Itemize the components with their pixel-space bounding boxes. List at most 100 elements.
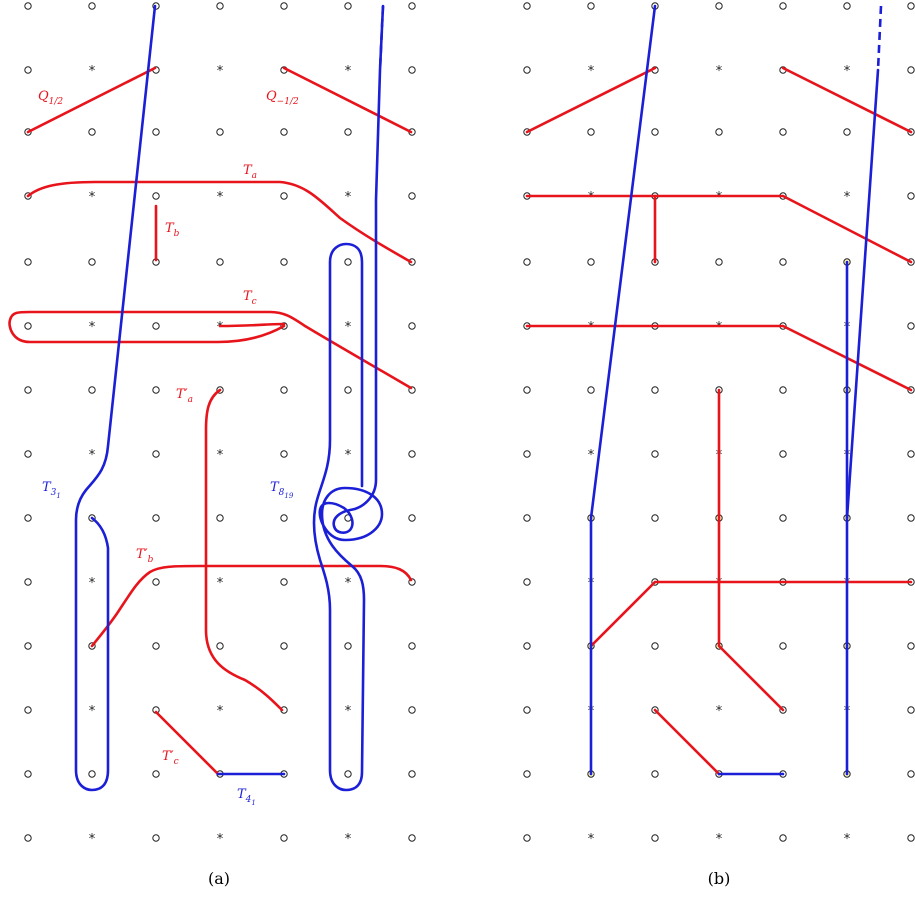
lattice-node — [88, 770, 96, 778]
lattice-node — [907, 642, 915, 650]
lattice-node — [24, 322, 32, 330]
lattice-node — [651, 450, 659, 458]
blue-strand-right-b — [845, 68, 880, 520]
label-q-half: Q1/2 — [38, 89, 63, 107]
lattice-node — [24, 514, 32, 522]
lattice-star: * — [89, 64, 96, 79]
lattice-node — [907, 322, 915, 330]
lattice-node — [523, 770, 531, 778]
lattice-node — [24, 834, 32, 842]
lattice-node — [88, 258, 96, 266]
lattice-node — [24, 642, 32, 650]
lattice-star: * — [217, 190, 224, 205]
lattice-star: * — [588, 190, 595, 205]
lattice-node — [152, 192, 160, 200]
lattice-star: * — [844, 832, 851, 847]
lattice-node — [779, 2, 787, 10]
lattice-node — [779, 642, 787, 650]
dashed-strand-b — [876, 5, 883, 71]
lattice-node — [715, 258, 723, 266]
label-t3-1: T31 — [42, 480, 61, 500]
lattice-node — [152, 578, 160, 586]
label-ta: Ta — [243, 163, 257, 181]
lattice-star: * — [89, 448, 96, 463]
label-tb-prime: T′b — [136, 547, 154, 565]
lattice-node — [152, 450, 160, 458]
lattice-node — [24, 66, 32, 74]
lattice-node — [523, 386, 531, 394]
lattice-node — [907, 770, 915, 778]
lattice-node — [651, 642, 659, 650]
lattice-node — [587, 2, 595, 10]
strand-left-a — [74, 4, 157, 792]
lattice-node — [344, 386, 352, 394]
label-q-neg-half: Q−1/2 — [266, 89, 299, 107]
grid-a: ********************* — [24, 2, 416, 847]
ta-curve — [26, 180, 413, 264]
lattice-star: * — [716, 320, 723, 335]
lattice-star: * — [217, 448, 224, 463]
lattice-node — [24, 450, 32, 458]
lattice-star: * — [345, 576, 352, 591]
lattice-node — [24, 2, 32, 10]
lattice-node — [843, 128, 851, 136]
lattice-node — [779, 128, 787, 136]
lattice-node — [344, 2, 352, 10]
lattice-node — [408, 2, 416, 10]
lattice-node — [651, 128, 659, 136]
lattice-node — [408, 192, 416, 200]
lattice-node — [24, 386, 32, 394]
lattice-star: * — [716, 704, 723, 719]
lattice-node — [715, 128, 723, 136]
lattice-node — [779, 386, 787, 394]
lattice-node — [523, 450, 531, 458]
lattice-star: * — [716, 190, 723, 205]
lattice-star: * — [588, 320, 595, 335]
lattice-star: * — [844, 190, 851, 205]
lattice-star: * — [217, 320, 224, 335]
red-segment-2 — [781, 66, 913, 134]
lattice-star: * — [345, 64, 352, 79]
lattice-node — [280, 578, 288, 586]
lattice-node — [651, 386, 659, 394]
blue-strand-left-b — [589, 4, 657, 776]
lattice-node — [344, 770, 352, 778]
lattice-node — [216, 2, 224, 10]
lattice-node — [651, 834, 659, 842]
lattice-node — [408, 642, 416, 650]
label-t8-19: T819 — [270, 480, 294, 500]
label-tb: Tb — [165, 221, 180, 239]
lattice-node — [408, 322, 416, 330]
lattice-node — [843, 2, 851, 10]
label-t4-1: T41 — [237, 787, 256, 807]
lattice-node — [523, 706, 531, 714]
labels-a: Q1/2 Q−1/2 Ta Tb Tc T′a T′b T′c T31 T819… — [38, 89, 299, 807]
lattice-node — [280, 514, 288, 522]
lattice-node — [24, 258, 32, 266]
lattice-node — [779, 258, 787, 266]
lattice-node — [344, 128, 352, 136]
lattice-node — [152, 834, 160, 842]
lattice-node — [907, 706, 915, 714]
lattice-node — [651, 514, 659, 522]
lattice-node — [715, 2, 723, 10]
tc-prime-curve — [154, 710, 220, 776]
lattice-node — [523, 66, 531, 74]
lattice-node — [280, 128, 288, 136]
lattice-node — [907, 192, 915, 200]
lattice-node — [280, 192, 288, 200]
lattice-node — [408, 834, 416, 842]
lattice-node — [280, 642, 288, 650]
lattice-node — [587, 128, 595, 136]
lattice-star: * — [588, 832, 595, 847]
lattice-node — [344, 642, 352, 650]
grid-b: ********************* — [523, 2, 915, 847]
label-tc-prime: T′c — [162, 749, 179, 767]
lattice-node — [280, 2, 288, 10]
lattice-node — [88, 128, 96, 136]
lattice-node — [216, 514, 224, 522]
dashed-strand-a — [378, 5, 385, 71]
lattice-node — [523, 514, 531, 522]
red-segment-8 — [653, 708, 721, 776]
